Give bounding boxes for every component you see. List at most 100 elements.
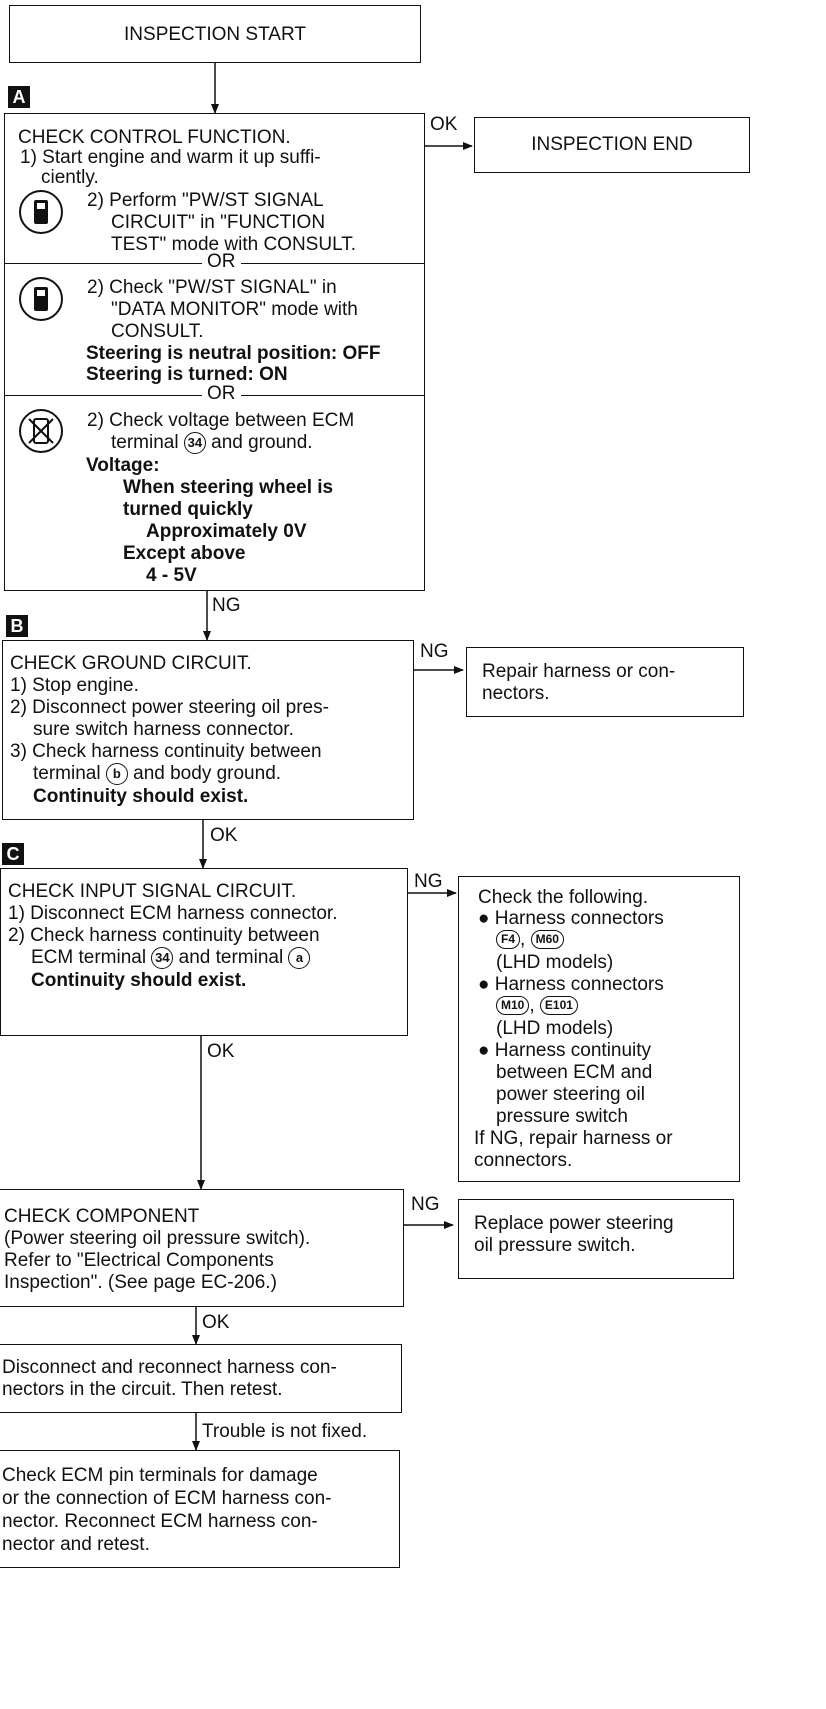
reconnect-harness-box xyxy=(0,1344,402,1413)
connector-f4: F4 xyxy=(496,930,521,949)
step-a-voltage-cond3: Except above xyxy=(123,543,246,564)
step-b-line1: 1) Stop engine. xyxy=(10,675,139,696)
step-c-line1: 1) Disconnect ECM harness connector. xyxy=(8,903,338,924)
step-a-option1-line3: TEST" mode with CONSULT. xyxy=(111,234,357,255)
step-b-continuity: Continuity should exist. xyxy=(33,786,249,807)
step-c-line2: 2) Check harness continuity between xyxy=(8,925,320,946)
check-component-box xyxy=(0,1189,404,1307)
check-following-title: Check the following. xyxy=(478,887,649,908)
step-c-line3: ECM terminal 34 and terminal a xyxy=(31,946,311,969)
step-c-and-text: and terminal xyxy=(178,947,284,968)
step-c-continuity: Continuity should exist. xyxy=(31,970,247,991)
repair-harness-box xyxy=(466,647,744,717)
terminal-b-circle: b xyxy=(105,763,128,785)
inspection-start-label: INSPECTION START xyxy=(124,24,306,45)
terminal-34-circle: 34 xyxy=(183,432,206,454)
replace-switch-line1: Replace power steering xyxy=(474,1213,674,1234)
repair-harness-line2: nectors. xyxy=(482,683,550,704)
step-f-line4: nector and retest. xyxy=(2,1534,150,1555)
step-f-line1: Check ECM pin terminals for damage xyxy=(2,1465,318,1486)
step-a-option1-line1: 2) Perform "PW/ST SIGNAL xyxy=(87,190,324,211)
ng-label-c: NG xyxy=(414,871,443,892)
ng-label-b: NG xyxy=(420,641,449,662)
step-a-step1-line1: 1) Start engine and warm it up suffi- xyxy=(20,147,321,168)
ok-label-b: OK xyxy=(210,825,238,846)
step-d-line4: Inspection". (See page EC-206.) xyxy=(4,1272,277,1293)
step-f-line3: nector. Reconnect ECM harness con- xyxy=(2,1511,318,1532)
step-a-step1-line2: ciently. xyxy=(41,167,99,188)
step-b-line3: sure switch harness connector. xyxy=(33,719,294,740)
step-b-title: CHECK GROUND CIRCUIT. xyxy=(10,653,252,674)
repair-harness-line1: Repair harness or con- xyxy=(482,661,676,682)
terminal-a-circle: a xyxy=(288,947,311,969)
check-control-function-box xyxy=(4,113,425,591)
step-e-line2: nectors in the circuit. Then retest. xyxy=(2,1379,283,1400)
check-following-box xyxy=(458,876,740,1182)
terminal-34-circle: 34 xyxy=(151,947,174,969)
step-a-option3-line2: terminal 34 and ground. xyxy=(111,431,313,454)
check-item3-line2: between ECM and xyxy=(496,1062,653,1083)
not-fixed-label: Trouble is not fixed. xyxy=(202,1421,368,1442)
step-b-ground-text: and body ground. xyxy=(133,763,282,784)
step-a-voltage-cond1: When steering wheel is xyxy=(123,477,334,498)
step-a-voltage-val1: Approximately 0V xyxy=(146,521,307,542)
check-item2-models: (LHD models) xyxy=(496,1018,614,1039)
step-d-line1: CHECK COMPONENT xyxy=(4,1206,200,1227)
check-ecm-pins-box xyxy=(0,1450,400,1568)
check-following-end2: connectors. xyxy=(474,1150,573,1171)
inspection-start-box: INSPECTION START xyxy=(9,5,421,63)
check-following-end1: If NG, repair harness or xyxy=(474,1128,673,1149)
step-a-option2-line2: "DATA MONITOR" mode with xyxy=(111,299,358,320)
step-f-line2: or the connection of ECM harness con- xyxy=(2,1488,332,1509)
step-b-line4: 3) Check harness continuity between xyxy=(10,741,322,762)
section-marker-c: C xyxy=(2,843,24,865)
check-item3-line4: pressure switch xyxy=(496,1106,628,1127)
or-label-2: OR xyxy=(202,384,241,404)
step-a-option2-line1: 2) Check "PW/ST SIGNAL" in xyxy=(87,277,337,298)
replace-switch-line2: oil pressure switch. xyxy=(474,1235,636,1256)
step-a-voltage-cond2: turned quickly xyxy=(123,499,253,520)
check-item1-models: (LHD models) xyxy=(496,952,614,973)
step-a-option2-line3: CONSULT. xyxy=(111,321,204,342)
step-e-line1: Disconnect and reconnect harness con- xyxy=(2,1357,337,1378)
step-a-option3-line1: 2) Check voltage between ECM xyxy=(87,410,355,431)
no-consult-icon xyxy=(19,409,63,453)
step-b-line5: terminal b and body ground. xyxy=(33,762,281,785)
check-item2-connectors: M10, E101 xyxy=(496,994,578,1017)
step-b-line2: 2) Disconnect power steering oil pres- xyxy=(10,697,329,718)
ok-label-c: OK xyxy=(207,1041,235,1062)
ng-label-d: NG xyxy=(411,1194,440,1215)
check-ground-circuit-box xyxy=(2,640,414,820)
ok-label-d: OK xyxy=(202,1312,230,1333)
step-d-line3: Refer to "Electrical Components xyxy=(4,1250,274,1271)
connector-m60: M60 xyxy=(530,930,564,949)
step-a-title: CHECK CONTROL FUNCTION. xyxy=(18,127,291,148)
option3-terminal-text: terminal xyxy=(111,432,179,453)
check-item1-connectors: F4, M60 xyxy=(496,928,564,951)
step-a-option1-line2: CIRCUIT" in "FUNCTION xyxy=(111,212,326,233)
step-a-option2-bold2: Steering is turned: ON xyxy=(86,364,288,385)
step-b-terminal-text: terminal xyxy=(33,763,101,784)
connector-m10: M10 xyxy=(496,996,530,1015)
ng-label-a: NG xyxy=(212,595,241,616)
option3-ground-text: and ground. xyxy=(211,432,313,453)
step-a-voltage-label: Voltage: xyxy=(86,455,160,476)
replace-switch-box xyxy=(458,1199,734,1279)
ok-label-a: OK xyxy=(430,114,458,135)
section-marker-a: A xyxy=(8,86,30,108)
check-item2: ● Harness connectors xyxy=(478,974,664,995)
step-c-ecm-text: ECM terminal xyxy=(31,947,147,968)
step-a-option2-bold1: Steering is neutral position: OFF xyxy=(86,343,381,364)
consult-icon xyxy=(19,190,63,234)
step-c-title: CHECK INPUT SIGNAL CIRCUIT. xyxy=(8,881,297,902)
check-item1: ● Harness connectors xyxy=(478,908,664,929)
check-input-signal-box xyxy=(0,868,408,1036)
consult-icon xyxy=(19,277,63,321)
or-label-1: OR xyxy=(202,252,241,272)
connector-e101: E101 xyxy=(539,996,578,1015)
check-item3-line3: power steering oil xyxy=(496,1084,645,1105)
section-marker-b: B xyxy=(6,615,28,637)
step-a-voltage-val2: 4 - 5V xyxy=(146,565,197,586)
inspection-end-box: INSPECTION END xyxy=(474,117,750,173)
